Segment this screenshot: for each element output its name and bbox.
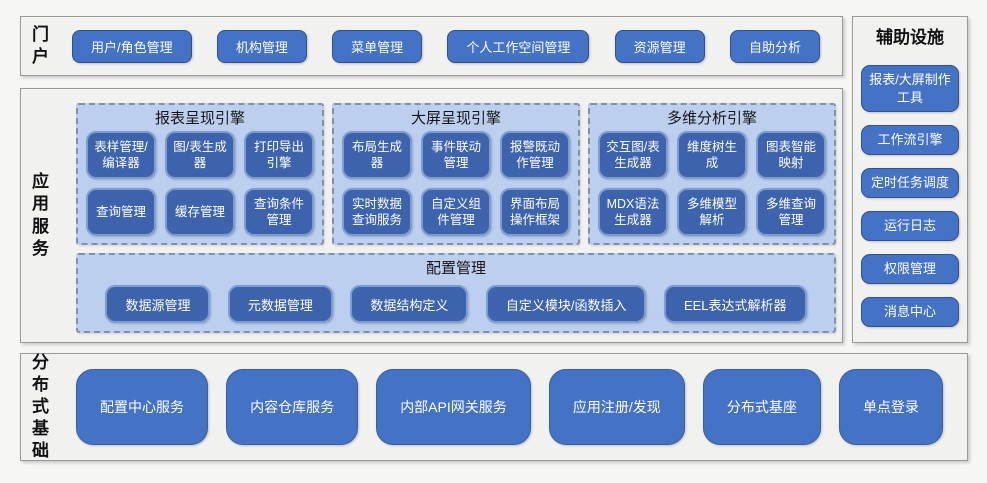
application-services-section: 应用服务 报表呈现引擎 表样管理/编译器 图/表生成器 打印导出引擎 查询管理 …: [20, 88, 843, 343]
olap-engine-grid: 交互图/表生成器 维度树生成 图表智能映射 MDX语法生成器 多维模型解析 多维…: [598, 131, 826, 236]
node-self-service-analysis: 自助分析: [729, 29, 820, 63]
application-services-content: 报表呈现引擎 表样管理/编译器 图/表生成器 打印导出引擎 查询管理 缓存管理 …: [50, 89, 842, 342]
group-config-mgmt: 配置管理 数据源管理 元数据管理 数据结构定义 自定义模块/函数插入 EEL表达…: [76, 253, 836, 333]
node-multidim-query-mgmt: 多维查询管理: [756, 188, 826, 236]
node-mdx-syntax-generator: MDX语法生成器: [598, 188, 668, 236]
node-layout-generator: 布局生成器: [342, 131, 412, 179]
bigscreen-engine-grid: 布局生成器 事件联动管理 报警既动作管理 实时数据查询服务 自定义组件管理 界面…: [342, 131, 570, 236]
node-dimension-tree-generation: 维度树生成: [677, 131, 747, 179]
group-bigscreen-rendering-engine: 大屏呈现引擎 布局生成器 事件联动管理 报警既动作管理 实时数据查询服务 自定义…: [332, 103, 580, 245]
group-title-report-rendering: 报表呈现引擎: [154, 110, 245, 127]
group-report-rendering-engine: 报表呈现引擎 表样管理/编译器 图/表生成器 打印导出引擎 查询管理 缓存管理 …: [76, 103, 324, 245]
distributed-foundation-section: 分布式基础 配置中心服务 内容仓库服务 内部API网关服务 应用注册/发现 分布…: [20, 353, 968, 461]
node-custom-module-function-insert: 自定义模块/函数插入: [485, 285, 647, 323]
distributed-foundation-label: 分布式基础: [32, 352, 49, 461]
distributed-node-row: 配置中心服务 内容仓库服务 内部API网关服务 应用注册/发现 分布式基座 单点…: [50, 369, 967, 445]
node-chart-table-generator: 图/表生成器: [165, 131, 235, 179]
node-chart-smart-mapping: 图表智能映射: [756, 131, 826, 179]
node-custom-component-mgmt: 自定义组件管理: [421, 188, 491, 236]
node-eel-expression-parser: EEL表达式解析器: [663, 285, 807, 323]
report-engine-grid: 表样管理/编译器 图/表生成器 打印导出引擎 查询管理 缓存管理 查询条件管理: [86, 131, 314, 236]
group-title-olap-analysis: 多维分析引擎: [666, 110, 757, 127]
node-print-export-engine: 打印导出引擎: [244, 131, 314, 179]
node-scheduled-task-dispatch: 定时任务调度: [861, 168, 959, 198]
node-cache-mgmt: 缓存管理: [165, 188, 235, 236]
node-distributed-base: 分布式基座: [702, 369, 821, 445]
node-report-screen-authoring-tool: 报表/大屏制作工具: [861, 65, 959, 112]
node-realtime-data-query-service: 实时数据查询服务: [342, 188, 412, 236]
node-personal-workspace-mgmt: 个人工作空间管理: [447, 29, 590, 63]
node-single-sign-on: 单点登录: [838, 369, 943, 445]
node-interactive-chart-generator: 交互图/表生成器: [598, 131, 668, 179]
node-workflow-engine: 工作流引擎: [861, 125, 959, 155]
group-title-bigscreen-rendering: 大屏呈现引擎: [410, 110, 501, 127]
node-query-condition-mgmt: 查询条件管理: [244, 188, 314, 236]
node-resource-mgmt: 资源管理: [614, 29, 705, 63]
node-menu-mgmt: 菜单管理: [332, 29, 423, 63]
portal-label: 门户: [32, 24, 49, 66]
portal-section: 门户 用户/角色管理 机构管理 菜单管理 个人工作空间管理 资源管理 自助分析: [20, 16, 843, 76]
portal-node-row: 用户/角色管理 机构管理 菜单管理 个人工作空间管理 资源管理 自助分析: [50, 29, 842, 63]
node-org-mgmt: 机构管理: [216, 29, 307, 63]
group-title-config-mgmt: 配置管理: [425, 260, 486, 277]
node-report-template-compiler: 表样管理/编译器: [86, 131, 156, 179]
node-message-center: 消息中心: [861, 297, 959, 327]
node-permission-mgmt: 权限管理: [861, 254, 959, 284]
node-content-repository-service: 内容仓库服务: [226, 369, 359, 445]
node-query-mgmt: 查询管理: [86, 188, 156, 236]
node-datasource-mgmt: 数据源管理: [105, 285, 211, 323]
engine-group-row: 报表呈现引擎 表样管理/编译器 图/表生成器 打印导出引擎 查询管理 缓存管理 …: [76, 103, 842, 245]
node-config-center-service: 配置中心服务: [76, 369, 208, 445]
node-data-structure-definition: 数据结构定义: [350, 285, 469, 323]
config-node-row: 数据源管理 元数据管理 数据结构定义 自定义模块/函数插入 EEL表达式解析器: [88, 282, 824, 326]
node-user-role-mgmt: 用户/角色管理: [72, 29, 192, 63]
node-event-linkage-mgmt: 事件联动管理: [421, 131, 491, 179]
node-alarm-action-mgmt: 报警既动作管理: [500, 131, 570, 179]
node-internal-api-gateway-service: 内部API网关服务: [376, 369, 531, 445]
application-services-label: 应用服务: [32, 172, 49, 258]
auxiliary-facilities-title: 辅助设施: [876, 28, 944, 47]
node-run-log: 运行日志: [861, 211, 959, 241]
node-app-registration-discovery: 应用注册/发现: [548, 369, 685, 445]
node-multidim-model-parsing: 多维模型解析: [677, 188, 747, 236]
node-ui-layout-framework: 界面布局操作框架: [500, 188, 570, 236]
node-metadata-mgmt: 元数据管理: [227, 285, 333, 323]
group-olap-analysis-engine: 多维分析引擎 交互图/表生成器 维度树生成 图表智能映射 MDX语法生成器 多维…: [588, 103, 836, 245]
auxiliary-facilities-section: 辅助设施 报表/大屏制作工具 工作流引擎 定时任务调度 运行日志 权限管理 消息…: [852, 16, 968, 343]
